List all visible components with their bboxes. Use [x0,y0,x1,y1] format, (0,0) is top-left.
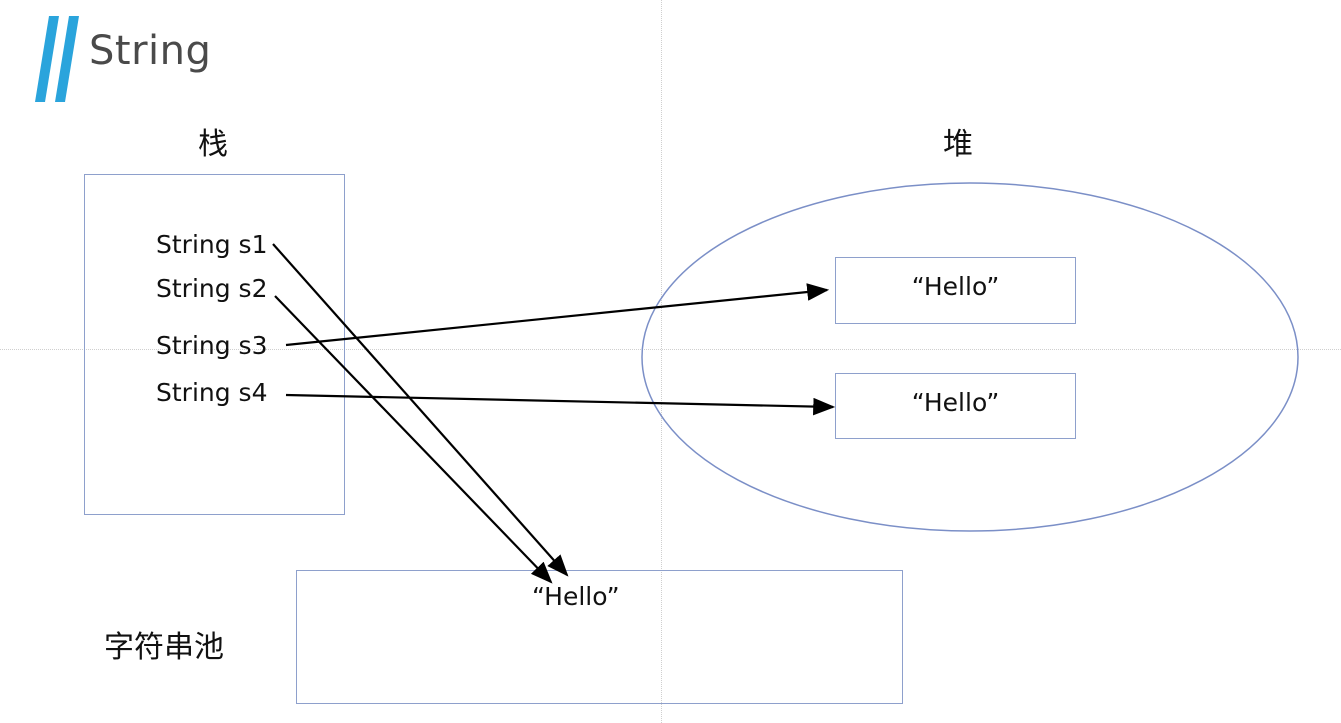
stack-variable-s2: String s2 [156,274,268,303]
double-slash-icon [35,16,79,102]
heap-object-2: “Hello” [835,373,1076,439]
heap-object-1: “Hello” [835,257,1076,324]
vertical-guide-line [661,0,662,723]
horizontal-guide-line [0,349,1341,350]
stack-variable-s1: String s1 [156,230,268,259]
page-title: String [89,28,212,74]
stack-variable-s4: String s4 [156,378,268,407]
string-pool-label: 字符串池 [104,630,224,665]
stack-heading: 栈 [198,127,228,162]
heap-object-1-text: “Hello” [911,272,1000,301]
heap-object-2-text: “Hello” [911,388,1000,417]
string-pool-object-text: “Hello” [532,582,620,611]
heap-heading: 堆 [943,127,973,162]
stack-variable-s3: String s3 [156,331,268,360]
string-pool-box [296,570,903,704]
